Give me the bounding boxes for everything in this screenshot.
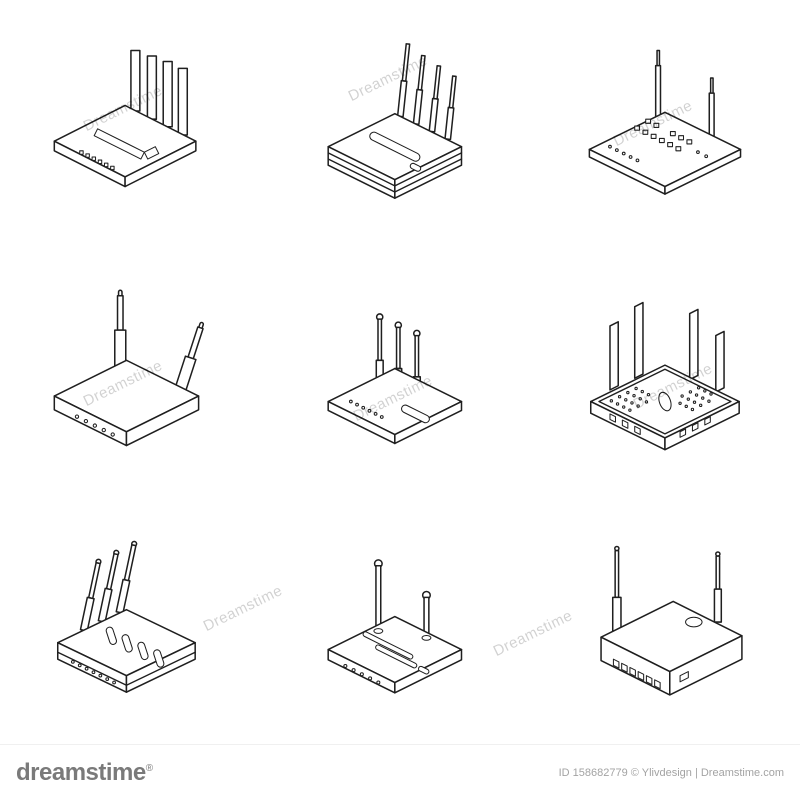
router-icon-3 bbox=[573, 16, 760, 232]
router-box-two-antennas-icon bbox=[600, 545, 743, 696]
router-icon-9 bbox=[573, 512, 760, 728]
router-four-blade-antennas-icon bbox=[590, 301, 741, 451]
router-three-tilted-antennas-icon bbox=[56, 540, 196, 693]
router-icon-6 bbox=[573, 264, 760, 480]
image-credit-text: ID 158682779 © Ylivdesign | Dreamstime.c… bbox=[558, 766, 784, 779]
router-icon-1 bbox=[40, 16, 227, 232]
router-stacked-four-antennas-icon bbox=[327, 43, 462, 199]
router-icon-7 bbox=[40, 512, 227, 728]
router-three-rod-antennas-icon bbox=[327, 313, 462, 445]
router-four-flat-antennas-icon bbox=[53, 49, 197, 188]
router-icon-2 bbox=[307, 16, 494, 232]
icon-grid bbox=[40, 16, 760, 728]
router-icon-5 bbox=[307, 264, 494, 480]
modem-board-two-antennas-icon bbox=[588, 49, 742, 195]
router-icon-4 bbox=[40, 264, 227, 480]
dreamstime-logo: dreamstime® bbox=[16, 759, 153, 787]
registered-mark: ® bbox=[145, 762, 153, 774]
router-icon-8 bbox=[307, 512, 494, 728]
router-two-round-antennas-icon bbox=[327, 559, 462, 694]
dreamstime-logo-text: dreamstime bbox=[16, 758, 146, 786]
watermark-footer: dreamstime® ID 158682779 © Ylivdesign | … bbox=[0, 744, 800, 800]
router-two-telescopic-antennas-icon bbox=[53, 289, 205, 447]
